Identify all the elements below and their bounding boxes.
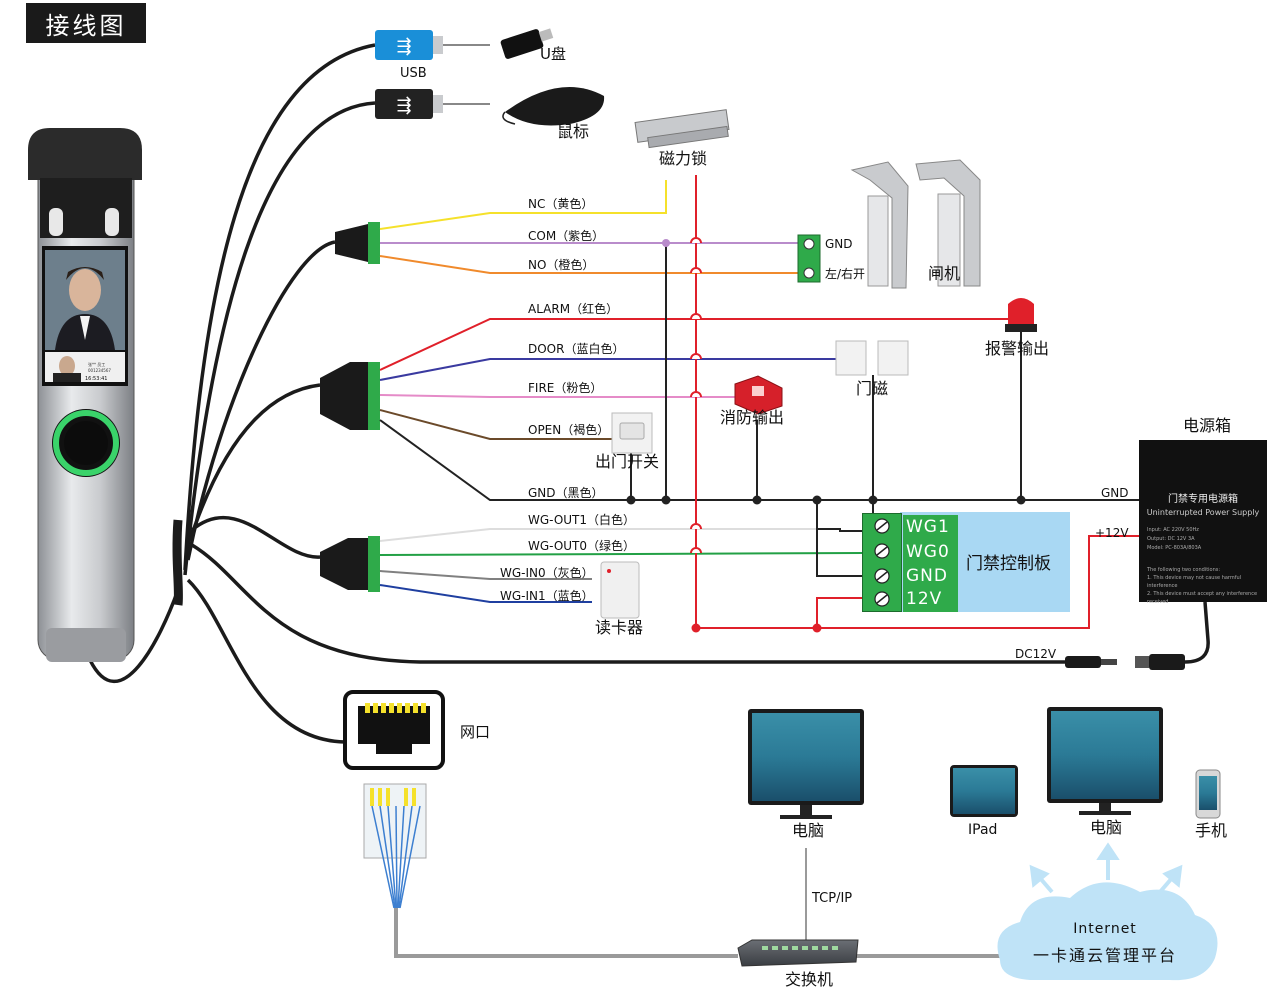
maglock-label: 磁力锁 bbox=[659, 149, 708, 168]
svg-text:⇶: ⇶ bbox=[396, 36, 411, 57]
psu-spec-model: Model: PC-803A/803A bbox=[1147, 545, 1202, 551]
card-reader-icon bbox=[600, 561, 640, 619]
psu-gnd-label: GND bbox=[1101, 486, 1129, 500]
svg-text:⇶: ⇶ bbox=[396, 95, 411, 116]
wire-open-label: OPEN（褐色） bbox=[528, 423, 610, 437]
psu-specs: Input: AC 220V 50Hz Output: DC 12V 3A Mo… bbox=[1147, 526, 1201, 553]
device-cables bbox=[88, 43, 1065, 744]
lan-cable bbox=[394, 908, 738, 958]
screen-time: 16:53:41 bbox=[85, 376, 107, 382]
psu-name-en: Uninterrupted Power Supply bbox=[1146, 508, 1260, 517]
maglock-icon bbox=[634, 109, 730, 149]
gate-dir-label: 左/右开 bbox=[825, 267, 866, 281]
dc-plugs bbox=[1065, 654, 1185, 670]
rj45-plug-icon bbox=[363, 783, 427, 909]
wire-out0-label: WG-OUT0（绿色） bbox=[528, 539, 636, 553]
turnstile-icon bbox=[850, 159, 981, 289]
fire-out-label: 消防输出 bbox=[720, 408, 785, 427]
pc2-label: 电脑 bbox=[1090, 818, 1123, 837]
ipad-icon bbox=[950, 765, 1018, 817]
pin-wg1: WG1 bbox=[906, 517, 950, 537]
wire-dc12v-label: DC12V bbox=[1015, 647, 1057, 661]
psu-note-2: 2. This device must accept any interfere… bbox=[1147, 591, 1258, 605]
tcpip-label: TCP/IP bbox=[812, 891, 853, 906]
screen-name: 张** 员工 bbox=[88, 361, 105, 367]
device-main-cable bbox=[172, 519, 183, 606]
exit-switch-label: 出门开关 bbox=[595, 452, 660, 471]
bus-lines bbox=[630, 175, 1139, 629]
screen-id: 001234567 bbox=[88, 368, 111, 373]
wire-out1-label: WG-OUT1（白色） bbox=[528, 513, 636, 527]
network-port-label: 网口 bbox=[460, 723, 491, 741]
phone-label: 手机 bbox=[1195, 821, 1228, 840]
psu-notes: The following two conditions: 1. This de… bbox=[1147, 566, 1267, 606]
pin-12v: 12V bbox=[906, 589, 943, 609]
exit-button-icon bbox=[611, 412, 653, 454]
alarm-light-icon bbox=[1005, 298, 1037, 332]
switch-label: 交换机 bbox=[785, 970, 834, 989]
phone-icon bbox=[1195, 769, 1221, 819]
power-supply-box: 门禁专用电源箱 Uninterrupted Power Supply Input… bbox=[1139, 440, 1267, 605]
gate-terminal bbox=[797, 234, 821, 283]
card-reader-label: 读卡器 bbox=[595, 618, 644, 637]
controller-title: 门禁控制板 bbox=[966, 554, 1051, 574]
alarm-out-label: 报警输出 bbox=[985, 339, 1050, 358]
wire-hops bbox=[690, 237, 702, 554]
monitor-1-icon bbox=[748, 709, 864, 819]
cloud-arrows bbox=[1029, 842, 1183, 894]
controller-screws bbox=[874, 518, 890, 607]
psu-title: 电源箱 bbox=[1183, 416, 1232, 435]
wire-alarm-label: ALARM（红色） bbox=[528, 302, 619, 316]
psu-name-cn: 门禁专用电源箱 bbox=[1168, 494, 1238, 505]
usb-connector-black: ⇶ bbox=[375, 89, 443, 119]
fire-box-icon bbox=[734, 375, 783, 415]
gate-label: 闸机 bbox=[928, 264, 961, 283]
pc1-label: 电脑 bbox=[792, 821, 825, 840]
wire-no-label: NO（橙色） bbox=[528, 258, 595, 272]
cloud-icon bbox=[997, 882, 1218, 981]
udisk-icon bbox=[500, 28, 554, 59]
controller-pin-panel bbox=[903, 515, 958, 612]
gate-gnd-label: GND bbox=[825, 237, 853, 251]
ipad-label: IPad bbox=[968, 822, 998, 838]
internet-label: Internet bbox=[1073, 921, 1137, 937]
cloud-platform-label: 一卡通云管理平台 bbox=[1032, 946, 1177, 965]
door-sensor-label: 门磁 bbox=[856, 379, 889, 398]
pin-wg0: WG0 bbox=[906, 542, 950, 562]
usb-label: USB bbox=[400, 66, 427, 81]
psu-12v-label: +12V bbox=[1095, 526, 1129, 540]
connector-io bbox=[320, 362, 380, 430]
psu-output-cable bbox=[1184, 601, 1210, 664]
monitor-2-icon bbox=[1047, 707, 1163, 815]
udisk-label: U盘 bbox=[540, 45, 566, 63]
door-sensor-icon bbox=[835, 340, 909, 376]
page-title: 接线图 bbox=[26, 3, 146, 43]
usb-connector-blue: ⇶ bbox=[375, 30, 443, 60]
psu-note-title: The following two conditions: bbox=[1147, 567, 1221, 573]
connector-wiegand bbox=[320, 536, 380, 592]
wire-fire-label: FIRE（粉色） bbox=[528, 381, 603, 395]
mouse-label: 鼠标 bbox=[557, 122, 590, 141]
wire-nc-label: NC（黄色） bbox=[528, 197, 594, 211]
wire-com-label: COM（紫色） bbox=[528, 229, 605, 243]
network-port bbox=[343, 690, 445, 770]
junction-dots bbox=[626, 239, 1026, 633]
mouse-icon bbox=[502, 87, 605, 126]
switch-icon bbox=[737, 939, 859, 967]
connector-relay bbox=[335, 222, 380, 264]
pin-gnd: GND bbox=[906, 566, 948, 586]
wire-in0-label: WG-IN0（灰色） bbox=[500, 566, 594, 580]
face-terminal bbox=[28, 128, 142, 662]
wire-in1-label: WG-IN1（蓝色） bbox=[500, 589, 594, 603]
wires bbox=[379, 180, 1139, 603]
psu-spec-output: Output: DC 12V 3A bbox=[1147, 536, 1195, 542]
wire-gnd-label: GND（黑色） bbox=[528, 486, 604, 500]
psu-spec-input: Input: AC 220V 50Hz bbox=[1147, 527, 1199, 533]
wire-door-label: DOOR（蓝白色） bbox=[528, 342, 625, 356]
psu-note-1: 1. This device may not cause harmful int… bbox=[1147, 575, 1242, 589]
